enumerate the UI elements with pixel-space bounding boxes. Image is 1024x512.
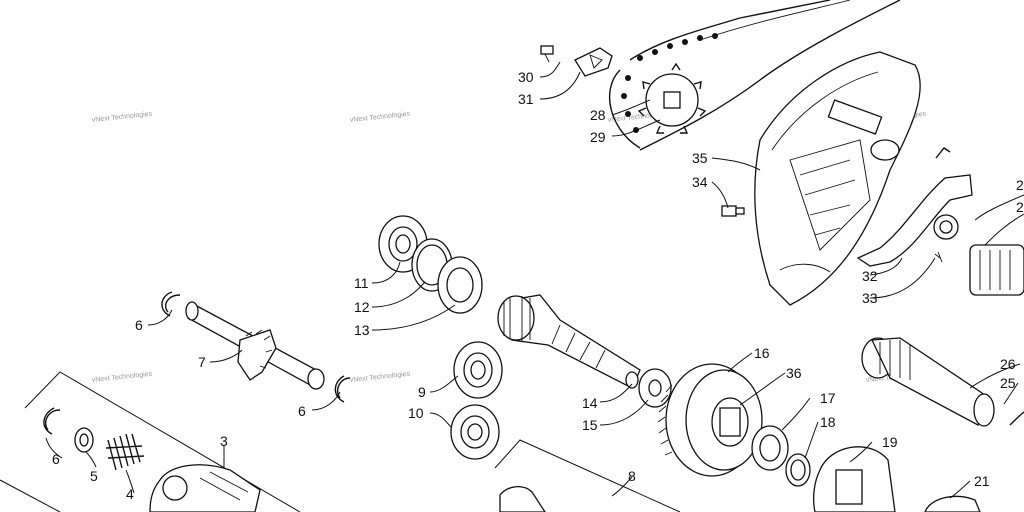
label-36: 36: [786, 365, 802, 381]
label-7: 7: [198, 354, 206, 370]
snap-ring-18: [785, 453, 811, 487]
lock-plate: [540, 45, 613, 77]
bearing-10: [450, 404, 500, 460]
assembly-3: [0, 371, 301, 512]
label-30: 30: [518, 69, 534, 85]
label-6a: 6: [135, 317, 143, 333]
label-28: 28: [590, 107, 606, 123]
label-10: 10: [408, 405, 424, 421]
label-5: 5: [90, 468, 98, 484]
clip-6-upper: [161, 291, 181, 317]
gear-16: [657, 363, 763, 477]
label-16: 16: [754, 345, 770, 361]
countershaft: [497, 294, 641, 389]
label-15: 15: [582, 417, 598, 433]
gear-19: [813, 446, 896, 512]
label-4: 4: [126, 486, 134, 502]
label-9: 9: [418, 384, 426, 400]
label-34: 34: [692, 174, 708, 190]
assembly-8: [494, 439, 681, 512]
drive-chain: [608, 0, 901, 151]
label-2a: 2: [1016, 177, 1024, 193]
label-17: 17: [820, 390, 836, 406]
sprocket: [637, 62, 707, 134]
bolt-34: [721, 205, 745, 217]
clip-6-middle: [334, 375, 351, 403]
label-3: 3: [220, 433, 228, 449]
label-14: 14: [582, 395, 598, 411]
shaft-7: [185, 301, 325, 390]
label-6c: 6: [52, 451, 60, 467]
label-6b: 6: [298, 403, 306, 419]
label-32: 32: [862, 268, 878, 284]
bearing-9: [453, 341, 503, 399]
label-35: 35: [692, 150, 708, 166]
washer-15: [625, 368, 672, 408]
label-29: 29: [590, 129, 606, 145]
label-19: 19: [882, 434, 898, 450]
label-8: 8: [628, 468, 636, 484]
bracket: [856, 147, 973, 267]
label-25: 25: [1000, 375, 1016, 391]
label-11: 11: [354, 275, 369, 291]
shaft-26: [861, 337, 1024, 427]
label-12: 12: [354, 299, 370, 315]
ring-13: [437, 256, 483, 314]
label-26: 26: [1000, 356, 1016, 372]
label-2b: 2: [1016, 199, 1024, 215]
washer-5: [74, 427, 94, 453]
leader-lines: [45, 61, 1024, 499]
clip-6-lower: [43, 407, 61, 435]
part-labels: 30 31 28 29 35 34 32 33 2 2 11 12 13 6 7…: [52, 69, 1024, 502]
label-13: 13: [354, 322, 370, 338]
label-18: 18: [820, 414, 836, 430]
label-31: 31: [518, 91, 534, 107]
spacer-17: [751, 425, 789, 471]
right-edge-shaft: [969, 244, 1024, 296]
chain-case-cover: [754, 51, 921, 306]
label-33: 33: [862, 290, 878, 306]
spring-4: [105, 433, 145, 471]
label-21: 21: [974, 473, 990, 489]
